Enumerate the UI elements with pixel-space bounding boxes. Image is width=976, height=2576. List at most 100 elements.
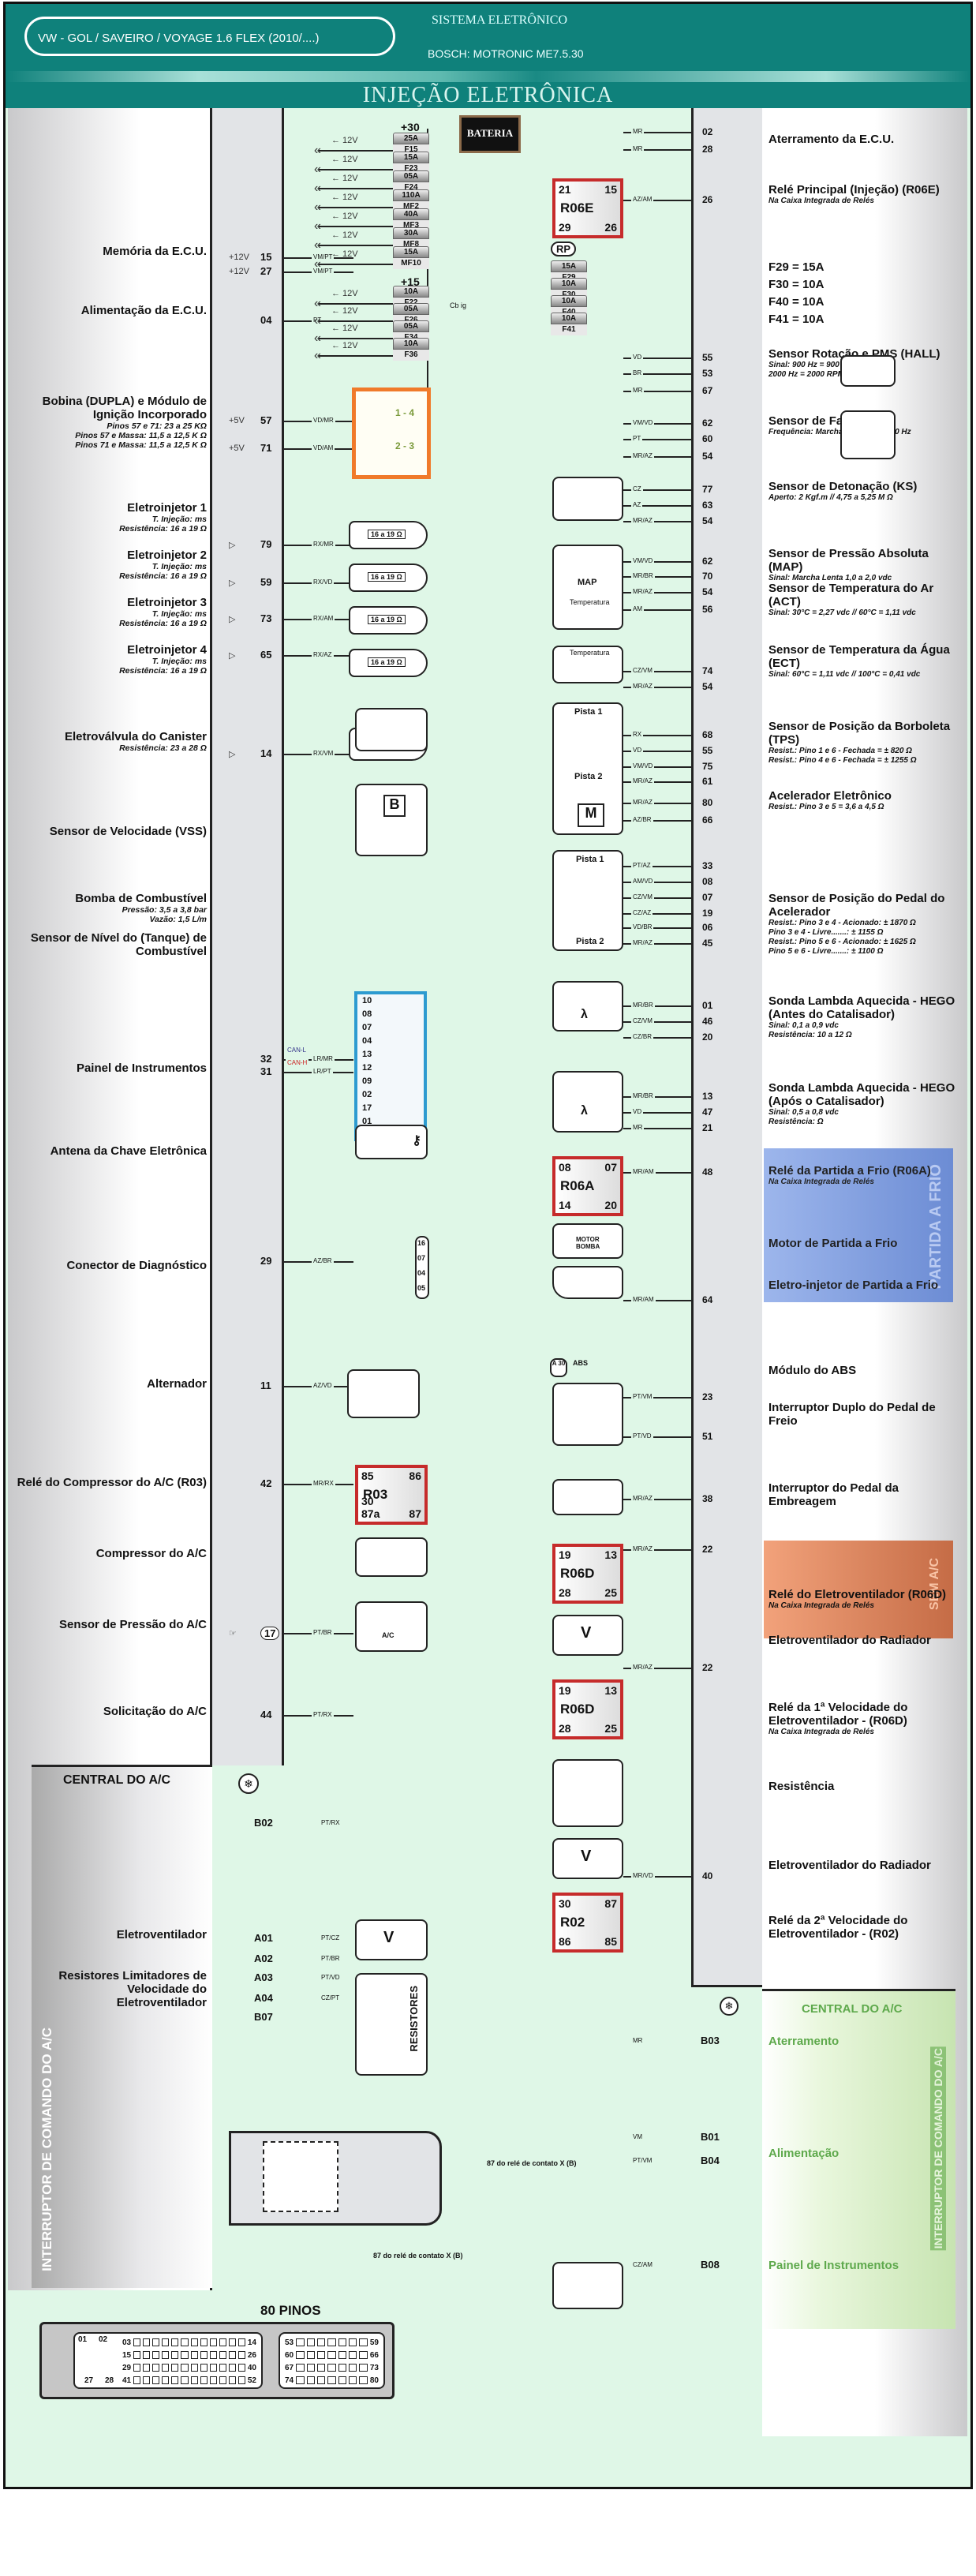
wire-color-label: MR/BR: [631, 1092, 655, 1099]
cold-start-motor-label: MOTOR BOMBA: [576, 1236, 600, 1250]
component-name: Motor de Partida a Frio: [768, 1237, 898, 1250]
fuse-amps: 15A: [393, 246, 429, 258]
ecu-pin: 04: [260, 314, 272, 326]
pin-signal-symbol: ▷: [229, 651, 236, 661]
ac-central-title: CENTRAL DO A/C: [63, 1773, 170, 1787]
wire-color-label: RX/AM: [312, 615, 335, 622]
ecu-pin: 51: [702, 1431, 713, 1442]
component-name: Sensor de Pressão do A/C: [58, 1618, 207, 1631]
connector-pin: [181, 2351, 189, 2359]
component-name: Eletroventilador do Radiador: [768, 1634, 931, 1647]
wire: [623, 439, 693, 440]
ac-pin: B01: [701, 2131, 720, 2143]
component-name: Sensor de Temperatura do Ar (ACT): [768, 582, 934, 608]
relay-name: R06E: [560, 200, 594, 215]
supply-label: ← 12V: [331, 212, 358, 221]
ac-compressor: [355, 1537, 428, 1577]
wire-color-label: MR/AZ: [631, 777, 654, 784]
left-component-label: Compressor do A/C: [16, 1547, 207, 1560]
connector-pin: [171, 2338, 179, 2346]
injector-1: 16 a 19 Ω: [349, 521, 428, 549]
wire: [623, 751, 693, 752]
wire-color-label: AZ/BR: [631, 816, 653, 823]
wire: [623, 561, 693, 563]
connector-pin-end: 26: [247, 2350, 256, 2360]
relay-name: R06D: [560, 1566, 595, 1581]
relay-pin: 28: [559, 1722, 571, 1735]
ecu-pin: 74: [702, 665, 713, 676]
wire-color-label: MR/RX: [312, 1480, 335, 1487]
wire-color-label: CZ/VM: [631, 667, 654, 674]
left-component-label: Bobina (DUPLA) e Módulo de Ignição Incor…: [16, 395, 207, 450]
component-name: Alimentação da E.C.U.: [80, 304, 207, 317]
header-band: [6, 71, 970, 82]
component-note: Sinal: 0,5 a 0,8 vdc: [768, 1108, 839, 1117]
component-name: Eletroinjetor 4: [127, 643, 207, 657]
fuse-amps: 10A: [393, 286, 429, 298]
left-component-label: Sensor de Nível do (Tanque) de Combustív…: [16, 931, 207, 958]
connector-pin: [228, 2338, 236, 2346]
wire: [623, 1128, 693, 1129]
pin-signal-symbol: ▷: [229, 750, 236, 759]
relay-pin: 87a: [361, 1507, 380, 1520]
wire: [623, 1499, 693, 1500]
component-name: Sonda Lambda Aquecida - HEGO (Antes do C…: [768, 994, 955, 1021]
left-pin-column: [212, 108, 284, 1765]
diag-pin: 05: [417, 1284, 426, 1292]
connector-pin: [133, 2351, 141, 2359]
component-note: Na Caixa Integrada de Relés: [768, 1601, 874, 1610]
connector-pin: [190, 2338, 198, 2346]
lambda-after-cat: λ: [552, 1071, 623, 1133]
right-component-label: F30 = 10A: [768, 278, 962, 291]
component-name: Aterramento da E.C.U.: [768, 133, 895, 146]
wire: [623, 735, 693, 736]
ecu-pin: 54: [702, 586, 713, 597]
component-name: Sonda Lambda Aquecida - HEGO (Após o Cat…: [768, 1081, 955, 1108]
relay-pin: 87: [604, 1897, 617, 1910]
wire-color-label: MR/AM: [631, 1296, 656, 1303]
wire: [623, 1096, 693, 1098]
component-name: F29 = 15A: [768, 260, 825, 274]
component-note: Resist.: Pino 1 e 6 - Fechada = ± 820 Ω: [768, 747, 912, 755]
connector-pin: [316, 2351, 326, 2359]
wire-color-label: MR: [631, 145, 645, 152]
ecu-pin: 22: [702, 1662, 713, 1673]
arrow-icon: «: [314, 297, 321, 310]
hall-sensor: [840, 355, 896, 387]
connector-pin: [306, 2376, 315, 2384]
wire-color-label: PT/VM: [631, 2157, 654, 2164]
component-name: Eletroventilador do Radiador: [768, 1859, 931, 1872]
connector-pin: [152, 2351, 160, 2359]
connector-pin: [190, 2376, 198, 2384]
connector-pin-start: 15: [122, 2350, 132, 2360]
relay-pin: 85: [604, 1935, 617, 1948]
component-name: Sensor de Detonação (KS): [768, 480, 918, 493]
ecu-pin: 13: [702, 1091, 713, 1102]
connector-pin: [219, 2338, 226, 2346]
wire-color-label: PT/VD: [320, 1974, 342, 1981]
right-component-label: F29 = 15A: [768, 260, 962, 274]
ac-pin: A02: [254, 1953, 273, 1964]
ecu-pin: 15: [260, 251, 272, 263]
component-name: Sensor de Posição do Pedal do Acelerador: [768, 892, 945, 919]
wire: [319, 245, 393, 246]
right-component-label: Motor de Partida a Frio: [768, 1237, 962, 1250]
component-name: Eletro-injetor de Partida a Frio: [768, 1279, 939, 1292]
connector-pin: [327, 2338, 336, 2346]
component-note: Resist.: Pino 3 e 4 - Acionado: ± 1870 Ω: [768, 919, 916, 927]
component-name: Relé da 1ª Velocidade do Eletroventilado…: [768, 1701, 908, 1728]
connector-pin: [143, 2364, 151, 2372]
connector-pin: [171, 2376, 179, 2384]
connector-pin: [306, 2338, 315, 2346]
panel-pin: 07: [362, 1023, 372, 1032]
radiator-fan-no-ac: V: [552, 1615, 623, 1656]
wire-color-label: CZ/PT: [320, 1994, 342, 2001]
right-component-label: F41 = 10A: [768, 313, 962, 326]
supply-label: ← 12V: [331, 193, 358, 202]
wire-color-label: PT: [631, 435, 643, 442]
wire: [319, 150, 393, 152]
panel-pin: 13: [362, 1050, 372, 1059]
